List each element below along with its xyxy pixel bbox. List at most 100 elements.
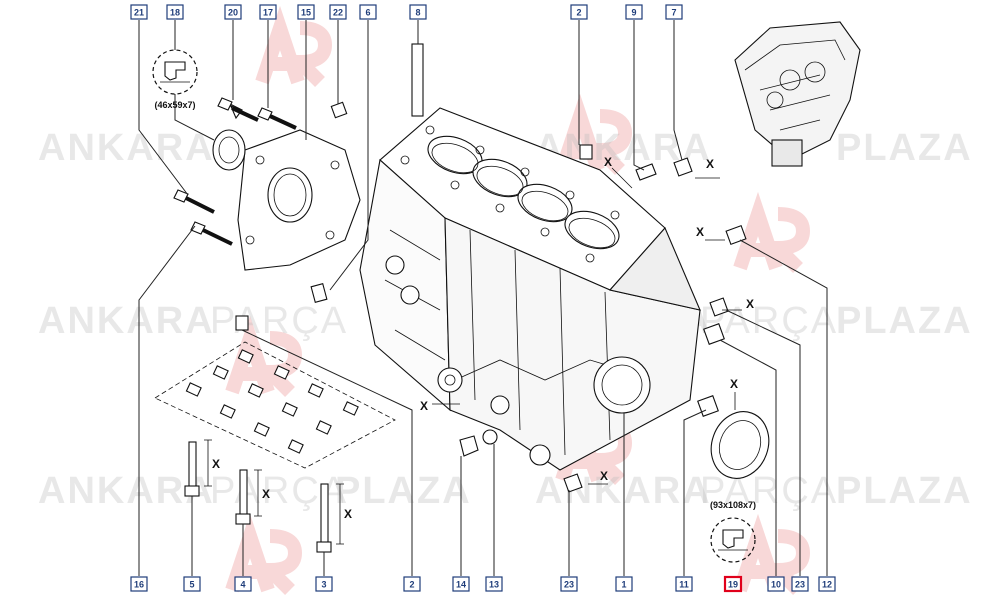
callout-box [329,4,347,20]
dimension-x: X [730,377,738,391]
rear-seal-housing [237,129,361,271]
callout-number: 2 [409,580,414,590]
plug-14 [459,435,479,457]
callout-number: 8 [415,8,420,18]
callout-number: 14 [456,580,466,590]
callout-3: 3 [315,576,333,592]
watermark-brand-mid: PARÇA [210,300,348,342]
front-seal-size: (93x108x7) [710,500,756,510]
callout-number: 19 [728,580,738,590]
callout-box [224,4,242,20]
callout-1: 1 [615,576,633,592]
callout-number: 1 [621,580,626,590]
callout-box [818,576,836,592]
callout-7: 7 [665,4,683,20]
callout-12: 12 [818,576,836,592]
watermark-brand-first: ANKARA [38,127,215,169]
callout-23: 23 [791,576,809,592]
callout-box [767,576,785,592]
watermark-brand-last: PLAZA [836,470,973,512]
callout-6: 6 [359,4,377,20]
dimension-x: X [600,469,608,483]
plug-12 [725,224,747,246]
callout-number: 7 [671,8,676,18]
callout-number: 23 [564,580,574,590]
callout-21: 21 [130,4,148,20]
callout-20: 20 [224,4,242,20]
callout-number: 4 [240,580,245,590]
plug-23-bottom [563,473,583,493]
plug-11 [697,395,719,417]
dimension-x: X [746,297,754,311]
callout-17: 17 [259,4,277,20]
bedplate-gasket [154,341,396,469]
callout-number: 21 [134,8,144,18]
dimension-x: X [696,225,704,239]
callout-box [166,4,184,20]
plug-10 [703,323,725,345]
callout-number: 3 [321,580,326,590]
callout-11: 11 [675,576,693,592]
seal-icon-rear [152,49,198,95]
bolts-top-left [217,97,297,130]
dimension-markers: X X X X X X X X X X [204,155,754,545]
dimension-x: X [262,487,270,501]
seal-icon-front [710,517,756,563]
callout-box [315,576,333,592]
watermark-logo [733,191,811,273]
callout-box [485,576,503,592]
callout-box [560,576,578,592]
callout-number: 9 [631,8,636,18]
callout-number: 20 [228,8,238,18]
callout-2: 2 [570,4,588,20]
watermark-brand-last: PLAZA [836,300,973,342]
plug-9 [635,163,657,181]
callout-box [570,4,588,20]
callout-box [723,575,743,593]
callout-box [130,576,148,592]
callout-box [297,4,315,20]
watermark-brand-first: ANKARA [535,470,712,512]
dimension-x: X [212,457,220,471]
callout-16: 16 [130,576,148,592]
watermark-brand-first: ANKARA [38,470,215,512]
callout-19: 19 [723,575,743,593]
callout-10: 10 [767,576,785,592]
long-bolts [184,441,332,553]
callout-number: 11 [679,580,689,590]
watermark-brand-last: PLAZA [836,127,973,169]
engine-block [359,107,701,471]
callout-number: 13 [489,580,499,590]
callout-9: 9 [625,4,643,20]
dowel-22 [330,101,348,119]
callout-box [665,4,683,20]
callout-23: 23 [560,576,578,592]
front-crank-seal [710,411,770,479]
dimension-x: X [706,157,714,171]
watermark-logo [255,5,333,87]
callout-5: 5 [183,576,201,592]
callout-number: 18 [170,8,180,18]
callout-number: 12 [822,580,832,590]
watermark-logo [733,513,811,595]
callout-box [791,576,809,592]
dimension-x: X [344,507,352,521]
leader-lines [138,20,828,576]
callout-box [409,4,427,20]
callout-18: 18 [166,4,184,20]
watermark-brand-mid: PARÇA [700,470,838,512]
callout-8: 8 [409,4,427,20]
callout-box [403,576,421,592]
watermark-brand-first: ANKARA [38,300,215,342]
gasket-pads [185,349,359,454]
callout-box [625,4,643,20]
callout-box [234,576,252,592]
engine-thumbnail [734,21,861,167]
callout-box [675,576,693,592]
dimension-x: X [604,155,612,169]
callout-14: 14 [452,576,470,592]
callout-number: 5 [189,580,194,590]
